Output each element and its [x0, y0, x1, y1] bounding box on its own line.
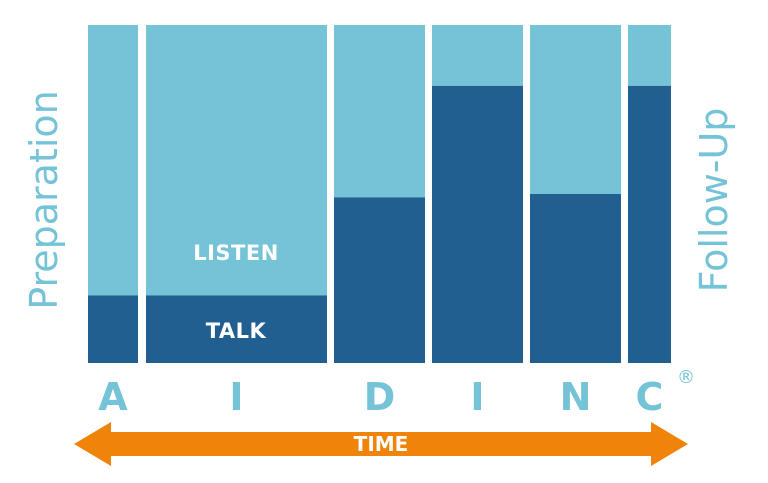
bar-talk-4: [432, 85, 523, 363]
bar-listen-6: [628, 25, 671, 86]
stage-letter-2: I: [229, 375, 243, 419]
bar-talk-3: [334, 197, 425, 363]
bar-listen-5: [530, 25, 621, 194]
bar-listen-4: [432, 25, 523, 86]
stage-letter-5: N: [560, 375, 592, 419]
time-label: TIME: [354, 432, 409, 456]
listen-label: LISTEN: [193, 241, 279, 265]
bar-talk-5: [530, 194, 621, 363]
stage-letter-4: I: [470, 375, 484, 419]
bar-listen-2: [146, 25, 327, 296]
bar-listen-1: [88, 25, 138, 296]
bar-talk-6: [628, 85, 671, 363]
talk-label: TALK: [206, 319, 267, 343]
bar-listen-3: [334, 25, 425, 198]
stage-letter-3: D: [364, 375, 396, 419]
bar-talk-1: [88, 295, 138, 363]
stage-letter-6: C: [636, 375, 664, 419]
follow-up-label: Follow-Up: [692, 108, 736, 293]
preparation-label: Preparation: [22, 90, 66, 310]
bar-talk-2: [146, 295, 327, 363]
time-arrow: [74, 422, 688, 466]
registered-mark: ®: [677, 367, 695, 388]
bars-group: [88, 25, 671, 363]
stage-letter-1: A: [98, 375, 128, 419]
